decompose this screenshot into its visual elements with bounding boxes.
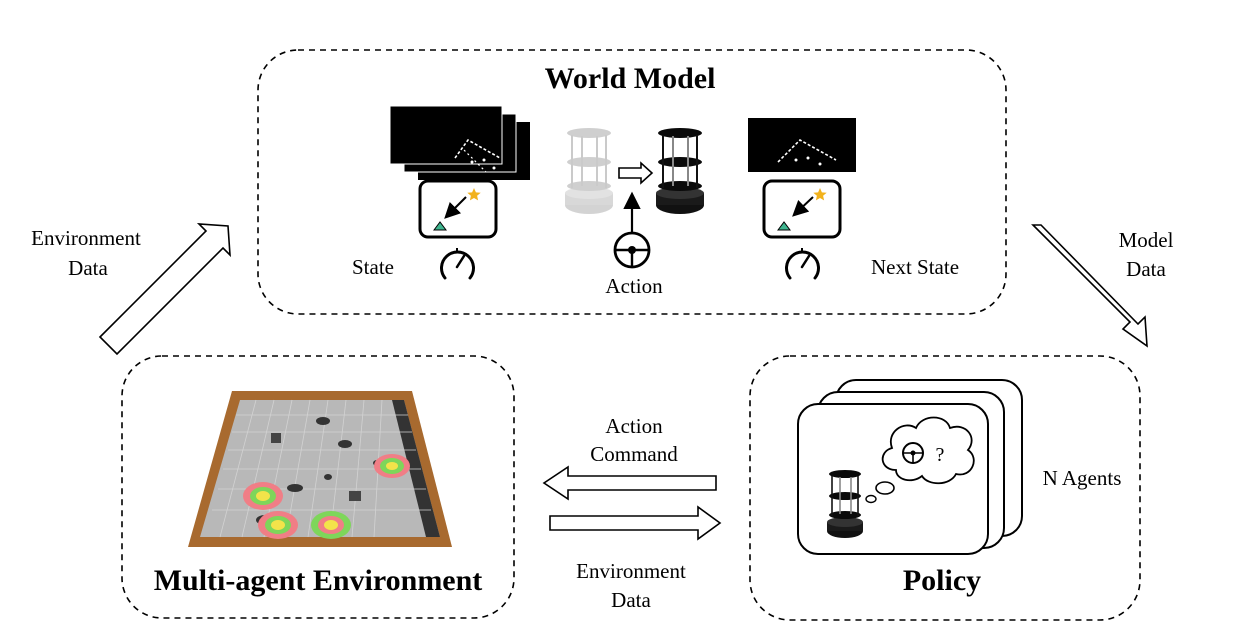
- steering-wheel-icon: [613, 231, 651, 269]
- question-mark: ?: [936, 444, 945, 466]
- speedometer-icon: [440, 248, 475, 280]
- environment-data-up-arrow: [98, 223, 231, 356]
- model-data-label-line2: Data: [1126, 257, 1166, 281]
- robot-current-image: [565, 128, 613, 214]
- arena-image: [188, 391, 452, 547]
- env-data-up-label-line1: Environment: [31, 226, 141, 250]
- action-label: Action: [605, 274, 663, 298]
- state-label: State: [352, 255, 394, 279]
- state-lidar-images: [389, 105, 530, 180]
- robot-marker-icon: [777, 221, 791, 231]
- env-data-bottom-label-line1: Environment: [576, 559, 686, 583]
- policy-panel: ? N Agents Policy: [749, 355, 1141, 621]
- steering-wheel-icon: [902, 442, 924, 464]
- env-data-up-label-line2: Data: [68, 256, 108, 280]
- agent-robot-image: [827, 470, 863, 538]
- environment-panel: Multi-agent Environment: [121, 355, 515, 619]
- goal-star-icon: [467, 188, 481, 201]
- next-state-label: Next State: [871, 255, 959, 279]
- state-goal-map: [418, 179, 498, 239]
- action-command-label-line2: Command: [590, 442, 678, 466]
- robot-marker-icon: [433, 221, 447, 231]
- next-state-lidar-image: [748, 118, 856, 172]
- transition-arrow-icon: [618, 161, 654, 185]
- goal-marker: [311, 511, 351, 539]
- model-data-down-arrow: [1031, 224, 1148, 348]
- environment-data-arrow: [549, 505, 722, 541]
- robot-next-image: [656, 128, 704, 214]
- n-agents-label: N Agents: [1043, 466, 1122, 490]
- goal-star-icon: [813, 188, 827, 201]
- thought-bubble-icon: ?: [865, 416, 975, 504]
- policy-title: Policy: [903, 564, 981, 597]
- action-command-arrow: [542, 465, 717, 501]
- world-model-title: World Model: [545, 62, 716, 95]
- env-data-bottom-label-line2: Data: [611, 588, 651, 612]
- action-command-label-line1: Action: [605, 414, 663, 438]
- environment-title: Multi-agent Environment: [154, 564, 483, 597]
- world-model-panel: World Model State: [257, 49, 1007, 315]
- model-data-label-line1: Model: [1119, 228, 1174, 252]
- goal-marker: [374, 454, 410, 478]
- goal-marker: [243, 482, 283, 510]
- next-state-goal-map: [762, 179, 842, 239]
- goal-marker: [258, 511, 298, 539]
- speedometer-icon: [785, 248, 820, 280]
